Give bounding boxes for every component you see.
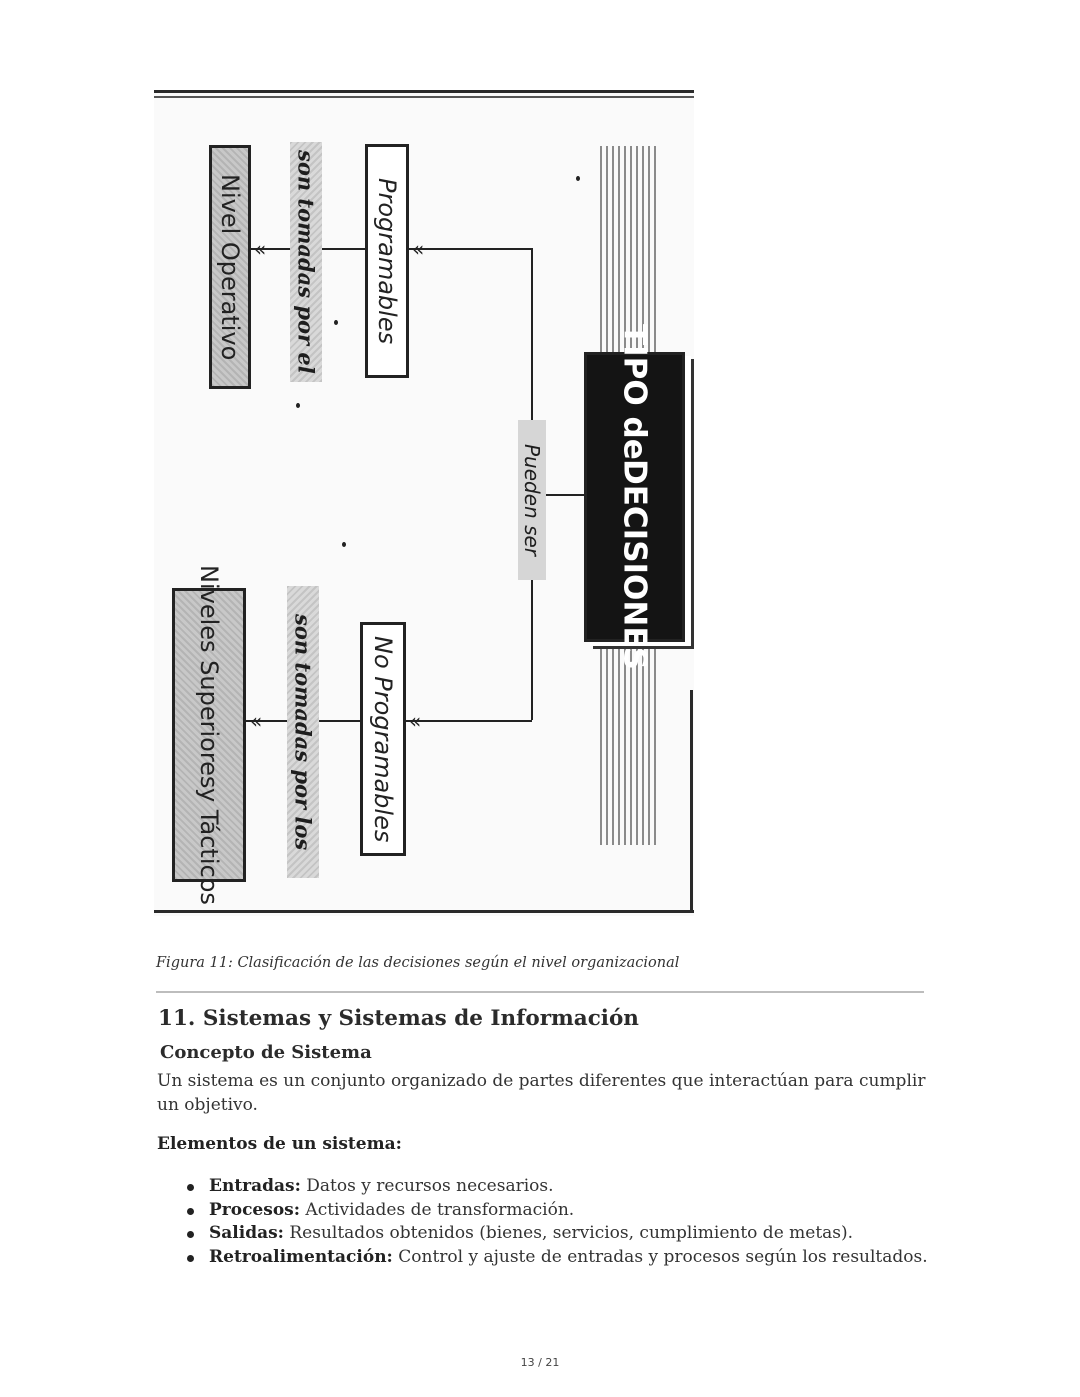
list-item-term: Retroalimentación: [209,1246,393,1267]
list-item-term: Procesos: [209,1199,301,1220]
elements-heading: Elementos de un sistema: [157,1134,402,1154]
double-arrow-icon: « [412,237,425,261]
list-item: Procesos: Actividades de transformación. [0,1199,928,1223]
bullet-icon [187,1231,194,1238]
list-item: Retroalimentación: Control y ajuste de e… [0,1246,928,1270]
connector-to-no-programables [404,720,532,722]
relation-label-no-programables: son tomadas por los [287,586,319,878]
node-tipo-decisiones: TIPO de DECISIONES [584,324,685,670]
bullet-icon [187,1184,194,1191]
system-elements-list: Entradas: Datos y recursos necesarios. P… [0,1175,928,1269]
connector-label-pueden-ser: Pueden ser [518,420,546,580]
node-tipo-line2: DECISIONES [616,459,653,671]
node-no-programables: No Programables [360,622,406,856]
connector-to-central [533,494,585,496]
double-arrow-icon: « [409,709,422,733]
list-item-term: Salidas: [209,1223,284,1243]
list-item: Entradas: Datos y recursos necesarios. [0,1175,928,1199]
node-niveles-superiores: Niveles Superiores y Tácticos [172,565,246,905]
double-arrow-icon: « [254,237,267,261]
node-niveles-line2: y Tácticos [195,788,223,906]
bullet-icon [187,1254,194,1262]
diagram-top-rule-thin [154,96,694,98]
diagram-right-rule [690,690,693,913]
node-nivel-operativo: Nivel Operativo [209,145,251,389]
scan-speck [334,320,338,325]
list-item-term: Entradas: [209,1176,301,1196]
list-item-desc: Control y ajuste de entradas y procesos … [392,1246,928,1267]
section-divider [156,991,924,993]
diagram-top-rule [154,90,694,93]
node-tipo-line1: TIPO de [616,323,653,460]
section-title: 11. Sistemas y Sistemas de Información [158,1006,639,1031]
list-item-desc: Resultados obtenidos (bienes, servicios,… [283,1223,854,1243]
node-programables: Programables [365,144,409,378]
bullet-icon [187,1207,194,1215]
decision-types-diagram: « « « « TIPO de DECISIONES Pueden ser Pr… [154,90,694,916]
hatch-decoration-bottom [600,645,658,845]
connector-to-programables [406,248,532,250]
list-item: Salidas: Resultados obtenidos (bienes, s… [0,1222,928,1246]
diagram-bottom-rule [154,910,694,913]
scan-speck [576,176,580,181]
double-arrow-icon: « [250,709,263,733]
page-number: 13 / 21 [520,1356,560,1369]
list-item-desc: Datos y recursos necesarios. [300,1176,554,1196]
scan-speck [296,403,300,408]
relation-label-programables: son tomadas por el [290,142,322,382]
figure-caption: Figura 11: Clasificación de las decision… [156,955,680,971]
hatch-decoration-top [600,146,658,356]
subsection-title: Concepto de Sistema [160,1042,372,1063]
list-item-desc: Actividades de transformación. [300,1199,575,1220]
scan-speck [342,542,346,547]
node-niveles-line1: Niveles Superiores [195,564,223,789]
definition-paragraph: Un sistema es un conjunto organizado de … [157,1071,926,1115]
